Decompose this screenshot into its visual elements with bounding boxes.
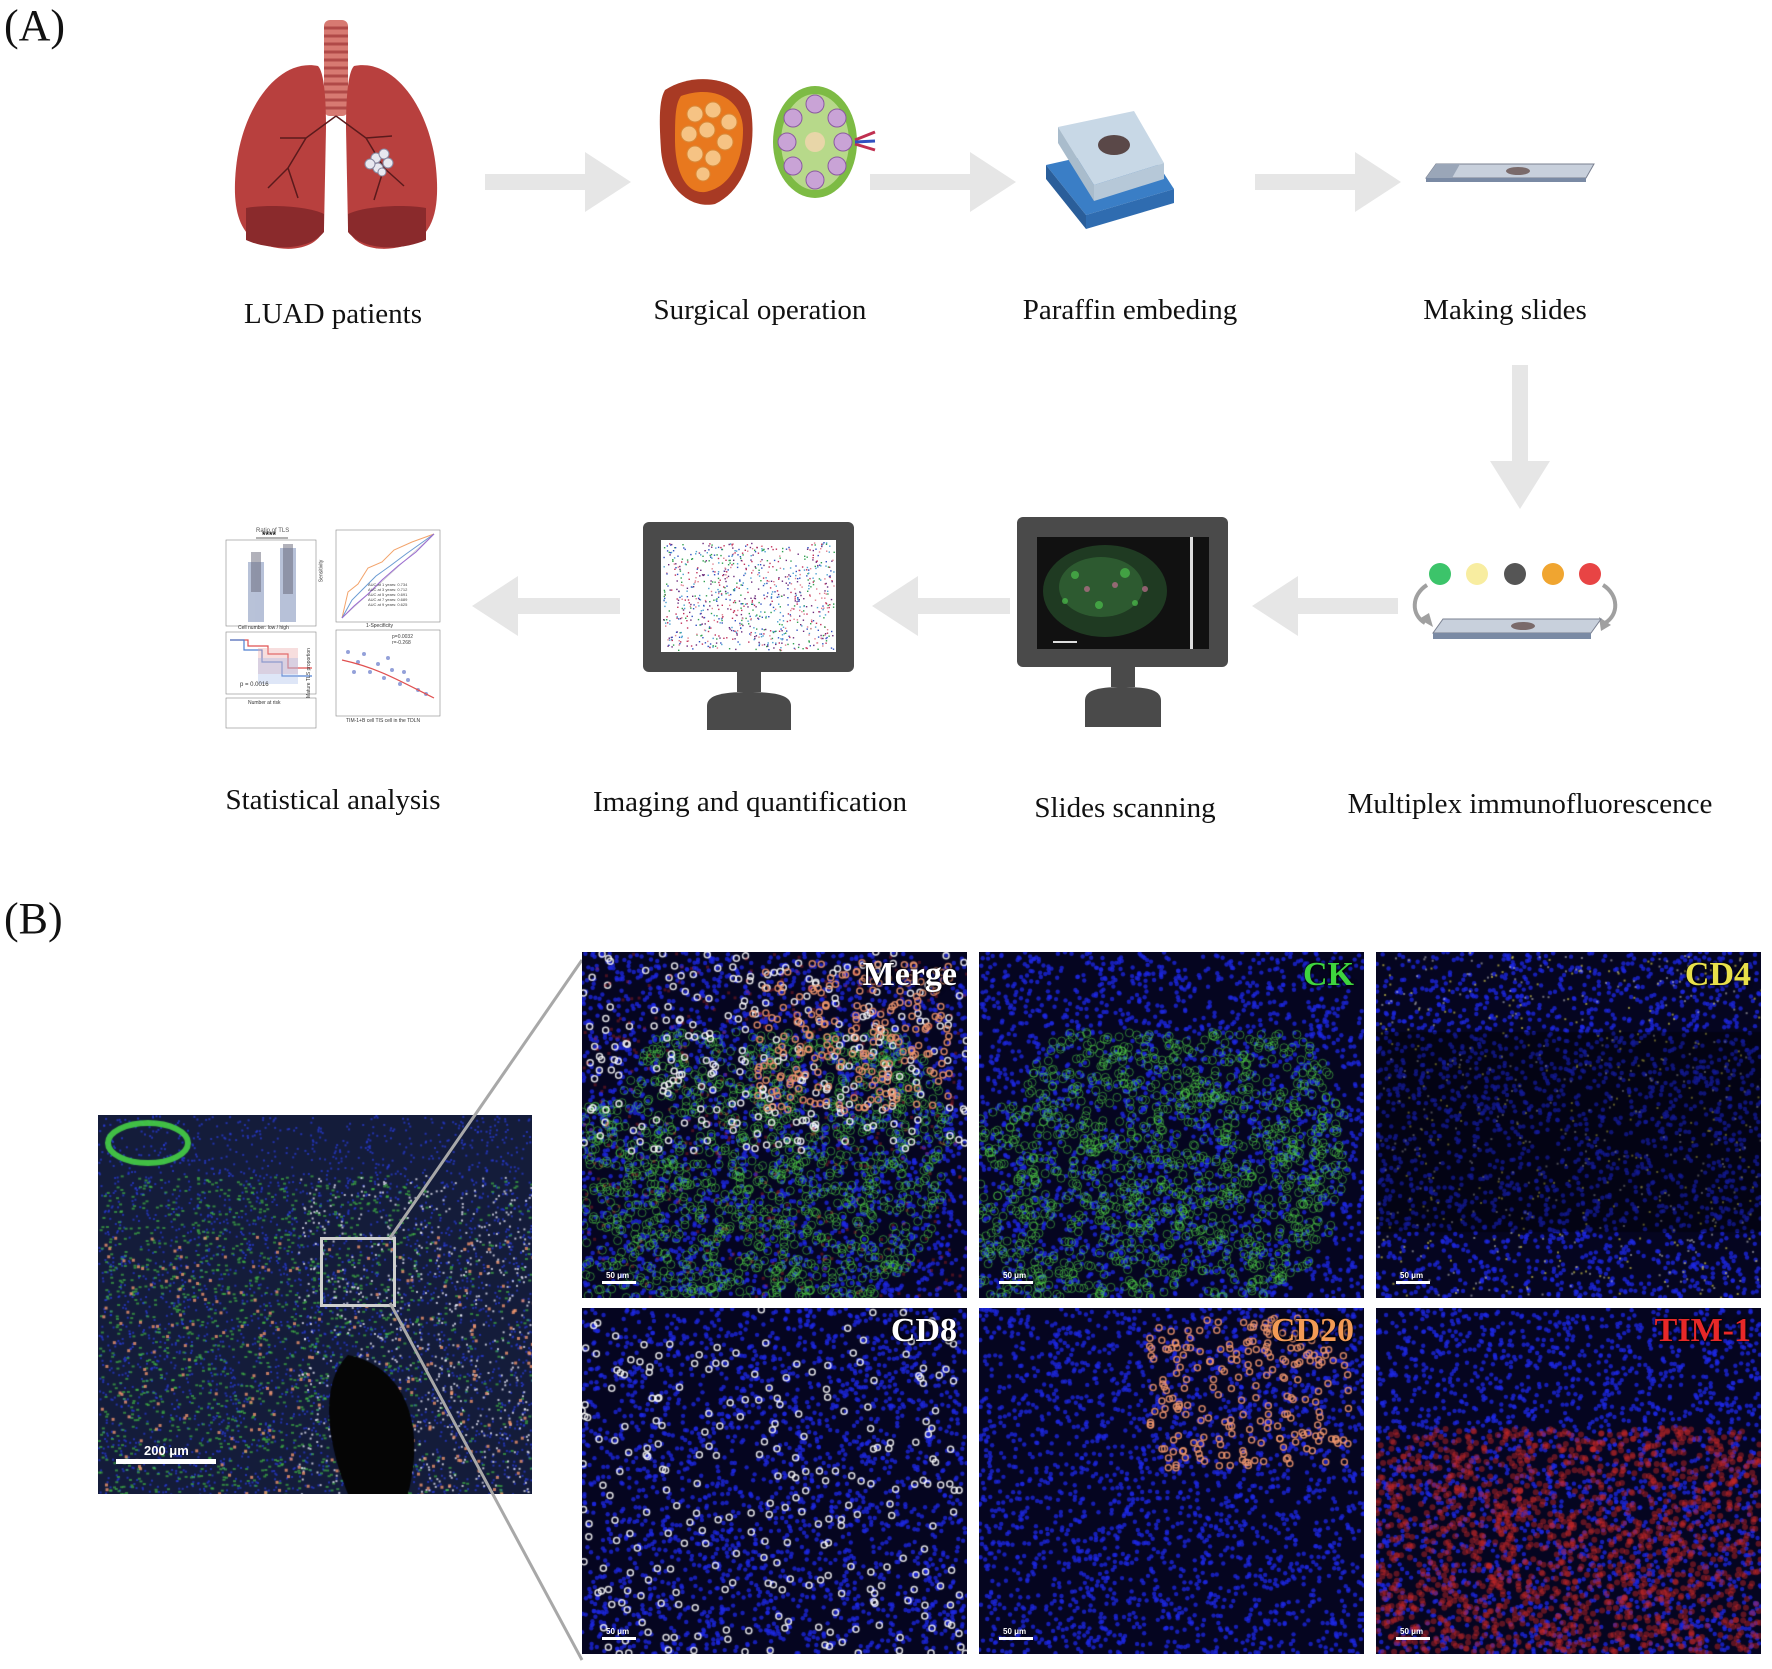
tile-scale-label: 50 μm — [1400, 1627, 1424, 1636]
overview-scale-label: 200 μm — [144, 1443, 189, 1458]
box-plot-title: Ratio of TLS — [256, 528, 290, 534]
stain-label-cd4: CD4 — [1684, 956, 1751, 993]
step-label-paraffin-embeding: Paraffin embeding — [1022, 294, 1238, 326]
stain-dot — [1429, 563, 1451, 585]
tile-scale-label: 50 μm — [1003, 1271, 1027, 1280]
stain-label-cd20: CD20 — [1270, 1312, 1354, 1349]
km-legend: Cell number: low / high — [238, 625, 289, 631]
stain-label-tim-1: TIM-1 — [1654, 1312, 1751, 1349]
arrow-right-icon — [1255, 152, 1401, 212]
tile-scale-bar — [602, 1637, 636, 1640]
panel-label-a: (A) — [4, 1, 66, 50]
arrow-left-icon — [1252, 576, 1398, 636]
panel-label-b: (B) — [4, 894, 63, 943]
overview-scale-bar — [116, 1459, 216, 1464]
staining-cycle-icon — [1412, 563, 1618, 639]
stain-label-ck: CK — [1303, 956, 1354, 993]
arrow-right-icon — [485, 152, 631, 212]
scatter-ylabel: Mature TLS proportion — [305, 648, 312, 698]
tile-scale-label: 50 μm — [1003, 1627, 1027, 1636]
arrow-left-icon — [472, 576, 620, 636]
step-label-making-slides: Making slides — [1423, 294, 1587, 326]
analysis-monitor-icon — [643, 522, 854, 730]
tissue-sample-icon — [659, 79, 876, 205]
paraffin-block-icon — [1046, 111, 1174, 229]
tile-scale-label: 50 μm — [606, 1271, 630, 1280]
arrow-right-icon — [870, 152, 1016, 212]
roc-xlabel: 1-Specificity — [366, 623, 393, 629]
glass-slide-icon — [1425, 163, 1595, 182]
tile-scale-bar — [999, 1281, 1033, 1284]
scanner-monitor-icon — [1017, 517, 1228, 727]
lungs-icon — [234, 20, 438, 249]
tile-scale-bar — [1396, 1281, 1430, 1284]
km-p-value: p = 0.0016 — [240, 682, 269, 688]
overview-micrograph: 200 μm — [98, 1115, 532, 1494]
significance-stars: **** — [262, 530, 277, 540]
step-label-luad-patients: LUAD patients — [244, 298, 422, 330]
stain-tile-ck: CK 50 μm — [979, 952, 1364, 1298]
step-label-slides-scanning: Slides scanning — [1034, 792, 1216, 824]
scatter-xlabel: TIM-1+B cell TIS cell in the TDLN — [346, 718, 421, 724]
stats-plots-icon: Ratio of TLS **** p = 0.0016 Number at r… — [218, 522, 448, 732]
tile-scale-bar — [999, 1637, 1033, 1640]
risk-table-title: Number at risk — [248, 700, 281, 706]
tile-scale-bar — [602, 1281, 636, 1284]
step-label-imaging-quantification: Imaging and quantification — [592, 786, 908, 818]
stain-tile-cd8: CD8 50 μm — [582, 1308, 967, 1654]
step-label-statistical-analysis: Statistical analysis — [225, 784, 441, 816]
stain-tile-tim-1: TIM-1 50 μm — [1376, 1308, 1761, 1654]
tile-scale-label: 50 μm — [1400, 1271, 1424, 1280]
step-label-surgical-operation: Surgical operation — [653, 294, 867, 326]
arrow-down-icon — [1490, 365, 1550, 509]
stain-tile-cd20: CD20 50 μm — [979, 1308, 1364, 1654]
step-label-multiplex-immunofluorescence: Multiplex immunofluorescence — [1347, 788, 1713, 820]
tile-scale-bar — [1396, 1637, 1430, 1640]
roc-ylabel: Sensitivity — [318, 559, 325, 583]
stain-tile-cd4: CD4 50 μm — [1376, 952, 1761, 1298]
zoom-region-box — [320, 1237, 396, 1307]
stain-label-cd8: CD8 — [890, 1312, 957, 1349]
arrow-left-icon — [872, 576, 1010, 636]
stain-tile-merge: Merge 50 μm — [582, 952, 967, 1298]
tile-scale-label: 50 μm — [606, 1627, 630, 1636]
stain-label-merge: Merge — [862, 956, 957, 993]
